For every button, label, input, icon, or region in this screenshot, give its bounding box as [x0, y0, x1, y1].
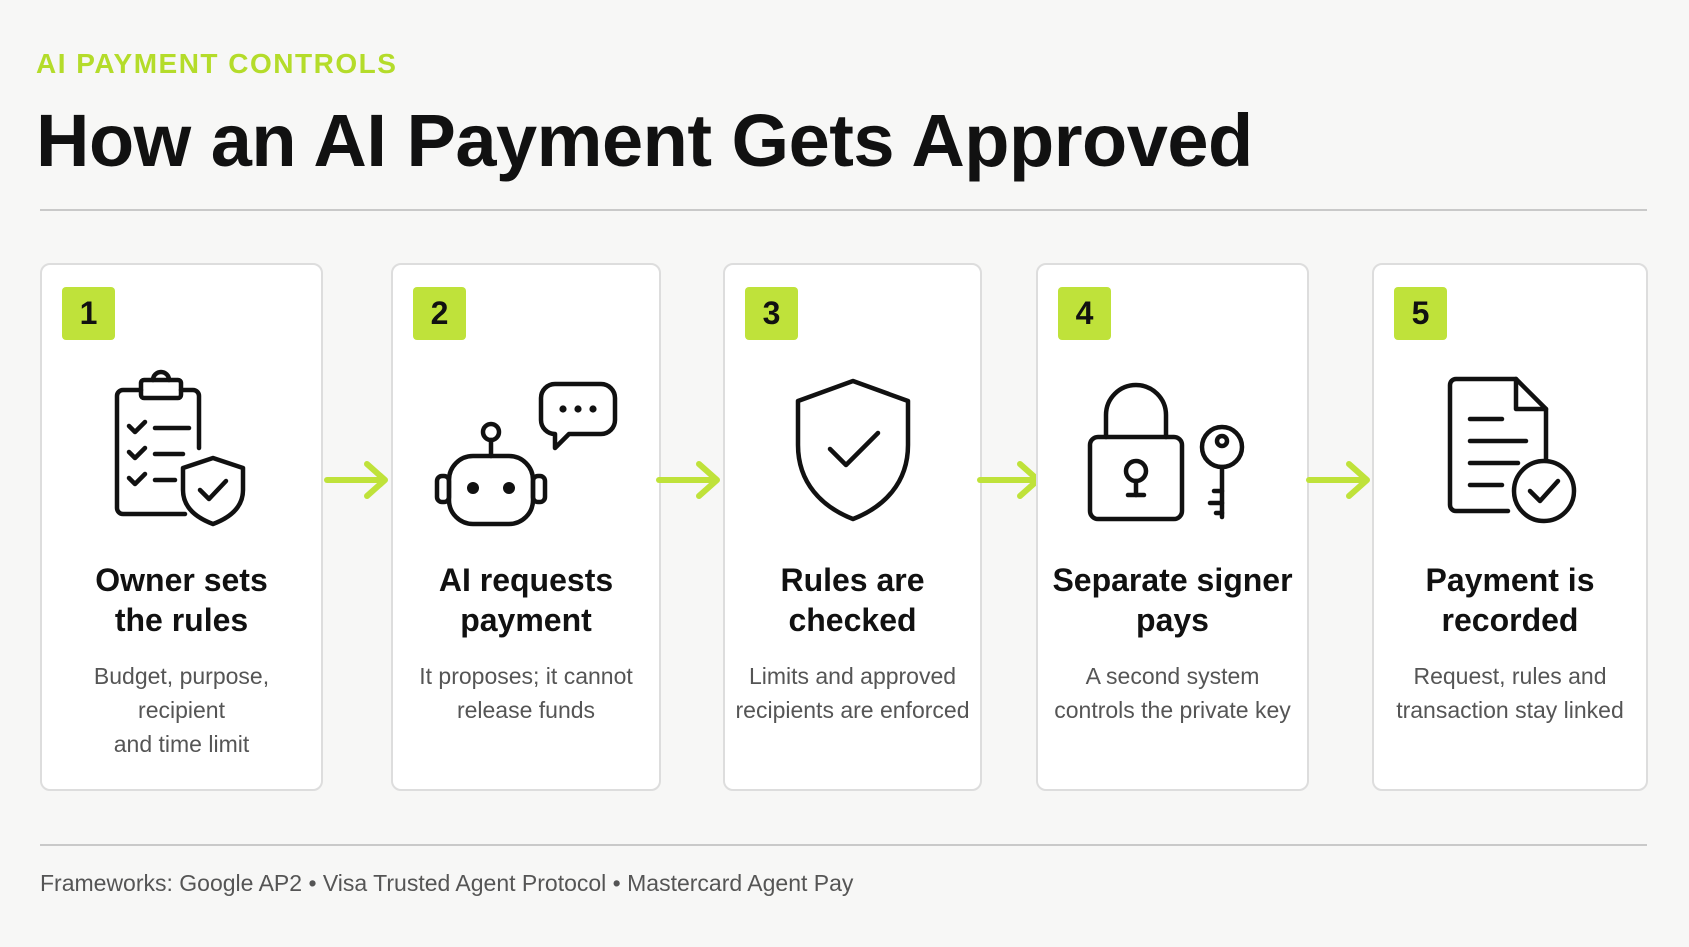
step-number-badge: 1: [62, 287, 115, 340]
arrow-right-icon: [324, 461, 388, 499]
clipboard-checklist-shield-icon: [42, 360, 321, 540]
step-number-badge: 3: [745, 287, 798, 340]
robot-speech-bubble-icon: [393, 360, 659, 540]
arrow-right-icon: [656, 461, 720, 499]
shield-check-icon: [725, 360, 980, 540]
arrow-right-icon: [1306, 461, 1370, 499]
step-number-badge: 4: [1058, 287, 1111, 340]
top-divider: [40, 209, 1647, 211]
step-number-badge: 2: [413, 287, 466, 340]
bottom-divider: [40, 844, 1647, 846]
step-number-badge: 5: [1394, 287, 1447, 340]
eyebrow-label: AI PAYMENT CONTROLS: [36, 48, 398, 79]
page-title: How an AI Payment Gets Approved: [36, 99, 1253, 182]
document-check-icon: [1374, 360, 1646, 540]
frameworks-footer: Frameworks: Google AP2 • Visa Trusted Ag…: [40, 870, 854, 896]
padlock-key-icon: [1038, 360, 1307, 540]
